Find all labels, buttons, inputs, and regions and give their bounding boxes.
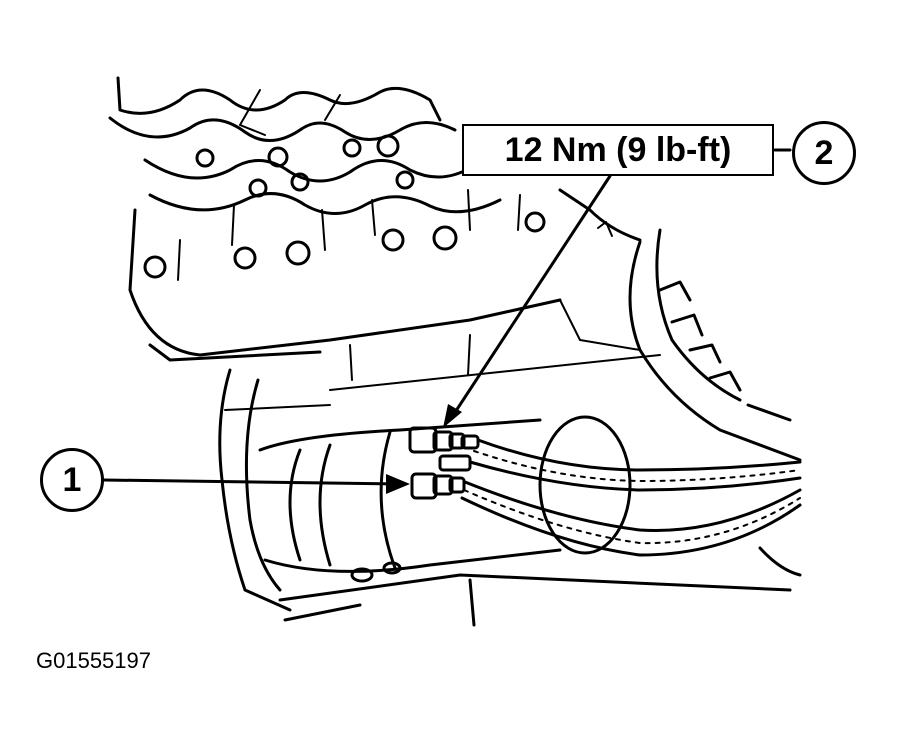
leader-lines xyxy=(102,148,792,494)
cylinder-component xyxy=(258,415,632,583)
head-bolts xyxy=(143,134,546,279)
block-details xyxy=(177,188,642,281)
fittings xyxy=(408,426,480,500)
callout-2: 2 xyxy=(792,121,856,185)
cylinder-head-outline xyxy=(108,76,562,362)
callout-1: 1 xyxy=(40,448,104,512)
arrowhead-1 xyxy=(386,474,410,494)
torque-spec-label: 12 Nm (9 lb-ft) xyxy=(462,124,774,176)
bell-housing xyxy=(329,228,802,462)
hoses xyxy=(460,438,802,557)
oil-pan xyxy=(218,368,802,627)
figure-id: G01555197 xyxy=(36,648,151,673)
arrowhead-2 xyxy=(443,404,462,428)
